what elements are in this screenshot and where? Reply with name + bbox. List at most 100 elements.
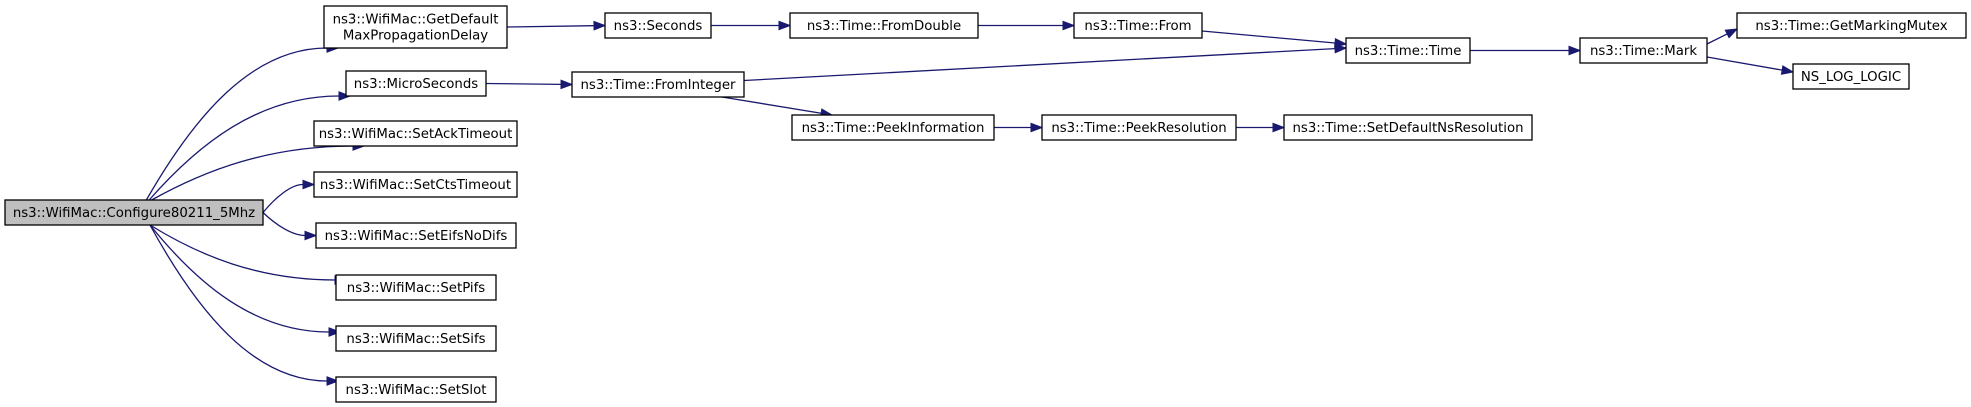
arrowhead <box>778 20 792 31</box>
edge-line <box>145 47 328 201</box>
node-time[interactable]: ns3::Time::Time <box>1345 37 1471 64</box>
arrowhead <box>593 20 607 31</box>
node-from[interactable]: ns3::Time::From <box>1073 12 1203 39</box>
node-peekresolution[interactable]: ns3::Time::PeekResolution <box>1041 114 1237 141</box>
arrowhead <box>338 91 352 101</box>
node-label: ns3::WifiMac::Configure80211_5Mhz <box>13 206 255 221</box>
node-box <box>1073 12 1203 39</box>
nodes-layer: ns3::WifiMac::Configure80211_5Mhzns3::Wi… <box>4 5 1967 403</box>
edge-root-to-seteifsnodifs <box>262 212 318 241</box>
edge-line <box>262 183 304 213</box>
edge-line <box>506 25 595 28</box>
arrowhead <box>560 79 574 90</box>
arrowhead <box>1780 65 1795 75</box>
node-label: NS_LOG_LOGIC <box>1801 70 1901 85</box>
edge-from-to-time <box>1201 30 1348 48</box>
edge-seconds-to-fromdouble <box>711 20 792 31</box>
edge-mark-to-nslog <box>1706 56 1795 75</box>
node-label: ns3::Time::From <box>1084 19 1191 34</box>
arrowhead <box>304 230 318 241</box>
edge-peekresolution-to-setdefaultns <box>1236 122 1286 133</box>
edge-line <box>149 224 330 333</box>
edge-frominteger-to-time <box>743 43 1348 82</box>
edge-peekinformation-to-peekresolution <box>994 122 1044 133</box>
node-setslot[interactable]: ns3::WifiMac::SetSlot <box>335 376 497 403</box>
node-box <box>1041 114 1237 141</box>
edge-microseconds-to-frominteger <box>485 79 574 90</box>
node-box <box>323 5 508 49</box>
node-box <box>315 222 517 249</box>
node-label: ns3::WifiMac::SetSlot <box>346 383 487 398</box>
node-box <box>604 12 712 39</box>
node-label: ns3::WifiMac::SetAckTimeout <box>319 127 513 142</box>
edge-line <box>148 95 340 201</box>
edge-line <box>262 212 306 237</box>
node-label: ns3::Time::SetDefaultNsResolution <box>1292 121 1523 136</box>
node-getdefault[interactable]: ns3::WifiMac::GetDefaultMaxPropagationDe… <box>323 5 508 49</box>
edge-line <box>743 47 1336 82</box>
node-setdefaultns[interactable]: ns3::Time::SetDefaultNsResolution <box>1283 114 1533 141</box>
edge-line <box>1201 30 1336 44</box>
arrowhead <box>1062 20 1076 31</box>
node-label: ns3::MicroSeconds <box>354 77 478 92</box>
node-label: ns3::WifiMac::SetEifsNoDifs <box>325 229 508 244</box>
node-box <box>1792 63 1910 90</box>
edge-root-to-setslot <box>149 224 340 386</box>
node-setacktimeout[interactable]: ns3::WifiMac::SetAckTimeout <box>313 120 518 147</box>
node-box <box>4 199 264 226</box>
node-setctstimeout[interactable]: ns3::WifiMac::SetCtsTimeout <box>313 171 518 198</box>
node-setsifs[interactable]: ns3::WifiMac::SetSifs <box>335 325 497 352</box>
node-label: ns3::WifiMac::SetSifs <box>346 332 485 347</box>
node-box <box>1283 114 1533 141</box>
arrowhead <box>328 327 342 337</box>
edge-line <box>151 145 354 201</box>
edge-frominteger-to-peekinformation <box>721 96 834 119</box>
arrowhead <box>1030 122 1044 133</box>
node-box <box>335 274 497 301</box>
node-label: ns3::WifiMac::SetPifs <box>347 281 486 296</box>
edge-fromdouble-to-from <box>978 20 1076 31</box>
arrowhead <box>1272 122 1286 133</box>
node-box <box>345 70 487 97</box>
edge-line <box>149 224 336 281</box>
node-box <box>1345 37 1471 64</box>
node-root: ns3::WifiMac::Configure80211_5Mhz <box>4 199 264 226</box>
node-box <box>789 12 979 39</box>
edge-line <box>1706 56 1783 71</box>
node-label: ns3::Time::GetMarkingMutex <box>1755 19 1947 34</box>
node-box <box>313 171 518 198</box>
node-peekinformation[interactable]: ns3::Time::PeekInformation <box>791 114 995 141</box>
edge-line <box>721 96 822 114</box>
edge-line <box>149 224 328 382</box>
arrowhead <box>326 376 340 386</box>
node-label: ns3::WifiMac::GetDefault <box>333 13 499 28</box>
arrowhead <box>1724 28 1739 39</box>
edge-line <box>485 82 562 86</box>
node-label: ns3::Time::PeekResolution <box>1051 121 1226 136</box>
node-nslog[interactable]: NS_LOG_LOGIC <box>1792 63 1910 90</box>
node-frominteger[interactable]: ns3::Time::FromInteger <box>571 71 745 98</box>
node-label: ns3::Time::Time <box>1355 44 1462 59</box>
node-label: ns3::WifiMac::SetCtsTimeout <box>320 178 511 193</box>
node-label: ns3::Time::FromDouble <box>807 19 961 34</box>
node-getmarkingmutex[interactable]: ns3::Time::GetMarkingMutex <box>1736 12 1967 39</box>
node-setpifs[interactable]: ns3::WifiMac::SetPifs <box>335 274 497 301</box>
node-box <box>335 325 497 352</box>
arrowhead <box>1568 45 1582 56</box>
node-mark[interactable]: ns3::Time::Mark <box>1579 37 1708 64</box>
node-fromdouble[interactable]: ns3::Time::FromDouble <box>789 12 979 39</box>
node-label: ns3::Time::FromInteger <box>580 78 736 93</box>
node-label: ns3::Time::PeekInformation <box>802 121 985 136</box>
node-box <box>791 114 995 141</box>
node-box <box>313 120 518 147</box>
node-box <box>1579 37 1708 64</box>
edge-mark-to-getmarkingmutex <box>1706 28 1739 45</box>
node-seconds[interactable]: ns3::Seconds <box>604 12 712 39</box>
node-seteifsnodifs[interactable]: ns3::WifiMac::SetEifsNoDifs <box>315 222 517 249</box>
edge-root-to-setsifs <box>149 224 342 337</box>
node-microseconds[interactable]: ns3::MicroSeconds <box>345 70 487 97</box>
edge-time-to-mark <box>1470 45 1582 56</box>
node-label: ns3::Seconds <box>614 19 703 34</box>
edge-root-to-microseconds <box>148 91 352 201</box>
